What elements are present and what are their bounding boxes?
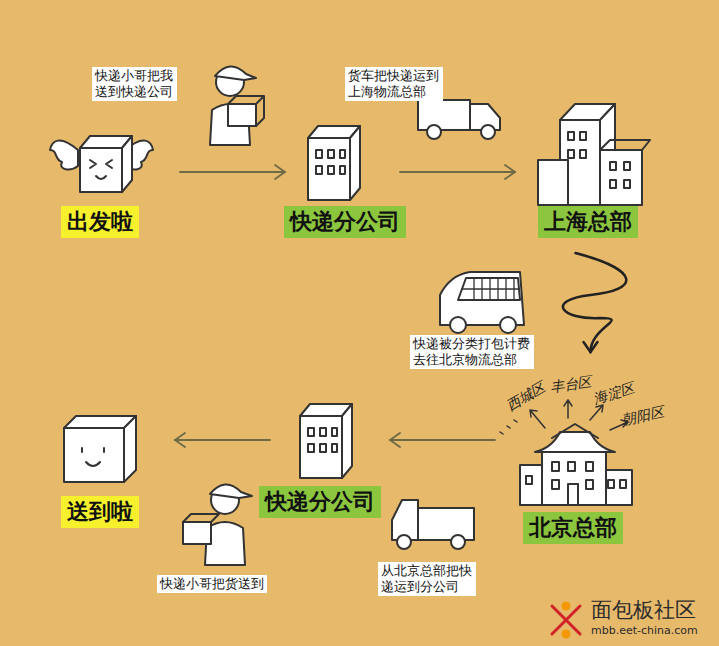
building-icon (300, 404, 352, 478)
courier-icon (183, 484, 252, 565)
step-caption: 快递小哥把我送到快递公司 (92, 67, 177, 101)
winged-box-icon (50, 136, 153, 192)
flow-arrow (390, 433, 495, 447)
stage-node: 出发啦 (50, 120, 150, 238)
district-name: 西城区 (503, 379, 548, 416)
building-icon (308, 126, 360, 200)
courier-icon (210, 66, 264, 145)
watermark: mbb.eet-china.com (591, 624, 698, 637)
stage-node: 送到啦 (55, 415, 145, 528)
step-caption: 从北京总部把快递运到分公司 (378, 562, 476, 596)
palace-icon (520, 424, 632, 505)
stage-label: 出发啦 (61, 206, 139, 238)
stage-label: 送到啦 (61, 496, 139, 528)
stage-label: 上海总部 (538, 206, 638, 238)
step-caption: 货车把快递运到上海物流总部 (345, 67, 443, 101)
step-caption: 快递小哥把货送到 (157, 575, 267, 593)
district-name: 海淀区 (591, 379, 637, 409)
stage-label: 北京总部 (523, 512, 623, 544)
truck-icon (392, 500, 474, 549)
stage-node: 快递分公司 (250, 400, 390, 518)
flow-arrow (563, 253, 626, 352)
stage-node: 上海总部 (525, 95, 650, 238)
watermark: 面包板社区 (591, 596, 696, 624)
district-name: 朝阳区 (621, 404, 666, 430)
district-name: 丰台区 (549, 373, 593, 397)
watermark-logo (552, 603, 580, 637)
stage-node: 快递分公司 (275, 120, 415, 238)
flow-arrow (400, 165, 515, 179)
hq-buildings-icon (538, 104, 650, 205)
box-icon (64, 416, 136, 482)
stage-label: 快递分公司 (284, 206, 406, 238)
flow-arrow (175, 433, 270, 447)
van-icon (440, 272, 524, 333)
flow-arrow (180, 165, 285, 179)
truck-icon (418, 100, 500, 139)
stage-label: 快递分公司 (259, 486, 381, 518)
step-caption: 快递被分类打包计费去往北京物流总部 (410, 335, 534, 369)
